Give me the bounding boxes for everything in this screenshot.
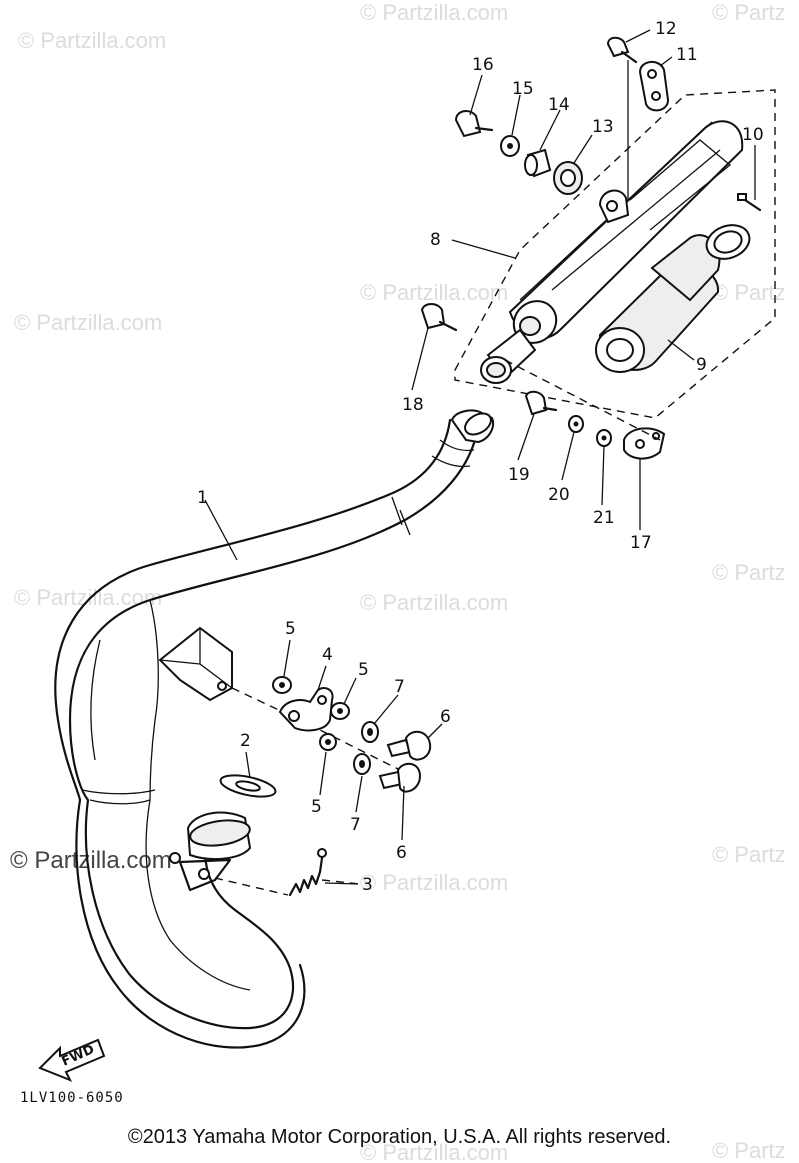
silencer-assembly (420, 36, 776, 460)
callout-18: 18 (402, 395, 424, 415)
watermark: © Partzilla.com (360, 590, 508, 615)
watermark-dark: © Partzilla.com (10, 847, 172, 874)
watermark: © Partzilla.com (18, 28, 166, 53)
watermark: © Partzilla.com (360, 1140, 508, 1163)
watermark: © Partzilla.com (14, 310, 162, 335)
watermark: © Partz (712, 1138, 786, 1163)
callout-6a: 6 (440, 707, 451, 727)
watermark: © Partzilla.com (360, 870, 508, 895)
diagram-code: 1LV100-6050 (20, 1090, 124, 1106)
watermark: © Partzilla.com (14, 585, 162, 610)
callout-16: 16 (472, 55, 494, 75)
callout-4: 4 (322, 645, 333, 665)
callout-1: 1 (197, 488, 208, 508)
callout-12: 12 (655, 19, 677, 39)
watermark: © Partz (712, 280, 786, 305)
callout-19: 19 (508, 465, 530, 485)
callout-7a: 7 (394, 677, 405, 697)
callout-3: 3 (362, 875, 373, 895)
callout-13: 13 (592, 117, 614, 137)
callout-11: 11 (676, 45, 698, 65)
callout-17: 17 (630, 533, 652, 553)
callout-20: 20 (548, 485, 570, 505)
callout-5c: 5 (311, 797, 322, 817)
callout-5b: 5 (358, 660, 369, 680)
callout-5a: 5 (285, 619, 296, 639)
callouts: 1 2 3 4 5 5 5 6 6 7 7 8 9 10 11 12 13 14… (197, 19, 764, 895)
callout-8: 8 (430, 230, 441, 250)
callout-21: 21 (593, 508, 615, 528)
watermark: © Partz (712, 0, 786, 25)
callout-15: 15 (512, 79, 534, 99)
fwd-arrow-icon: FWD (38, 1038, 106, 1082)
mounting-hardware (231, 676, 432, 793)
watermark: © Partzilla.com (360, 0, 508, 25)
callout-7b: 7 (350, 815, 361, 835)
callout-2: 2 (240, 731, 251, 751)
watermark: © Partzilla.com (360, 280, 508, 305)
callout-14: 14 (548, 95, 570, 115)
callout-9: 9 (696, 355, 707, 375)
copyright-notice: ©2013 Yamaha Motor Corporation, U.S.A. A… (127, 1126, 672, 1148)
leader-lines (204, 29, 756, 885)
callout-6b: 6 (396, 843, 407, 863)
callout-10: 10 (742, 125, 764, 145)
watermarks: © Partzilla.com © Partzilla.com © Partz … (14, 0, 786, 1163)
exhaust-pipe (54, 409, 494, 1049)
watermark: © Partz (712, 560, 786, 585)
watermark: © Partz (712, 842, 786, 867)
